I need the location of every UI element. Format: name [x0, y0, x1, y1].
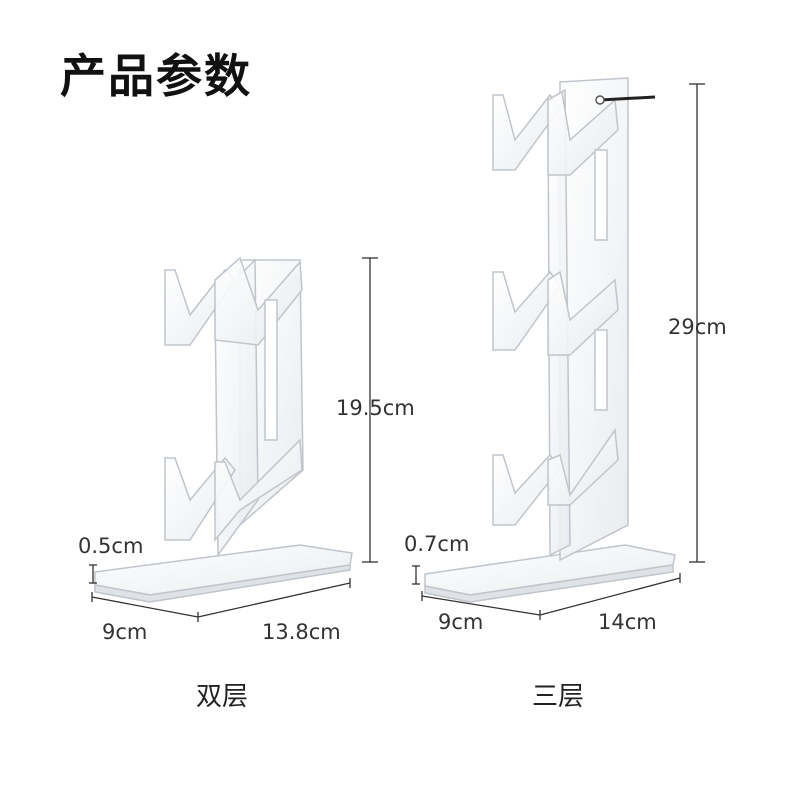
hook-bottom-right: [547, 427, 619, 506]
panel-slot-upper: [594, 149, 608, 241]
dimension-lines: [89, 83, 705, 622]
base-plate-edge: [424, 564, 674, 603]
thickness-label-double: 0.5cm: [78, 534, 144, 558]
depth-label-double: 9cm: [102, 620, 148, 644]
depth-label-triple: 9cm: [438, 610, 484, 634]
width-label-double: 13.8cm: [262, 620, 341, 644]
page-title: 产品参数: [60, 49, 252, 103]
hook-top-right: [547, 90, 619, 176]
caption-double-layer: 双层: [196, 682, 249, 712]
upper-hook-right: [214, 256, 303, 346]
base-plate-edge: [94, 564, 351, 603]
panel-slot: [264, 299, 278, 441]
thickness-label-triple: 0.7cm: [404, 532, 470, 556]
hook-mid-right: [547, 270, 619, 356]
lower-hook-right: [214, 438, 303, 543]
width-label-triple: 14cm: [598, 610, 657, 634]
caption-triple-layer: 三层: [532, 682, 585, 712]
height-label-double: 19.5cm: [336, 396, 415, 420]
hanger-hole: [595, 95, 605, 105]
panel-slot-lower: [594, 329, 608, 411]
double-layer-stand: [94, 256, 353, 603]
hanger-pin: [599, 95, 656, 102]
triple-layer-stand: [424, 77, 676, 603]
height-label-triple: 29cm: [668, 315, 727, 339]
